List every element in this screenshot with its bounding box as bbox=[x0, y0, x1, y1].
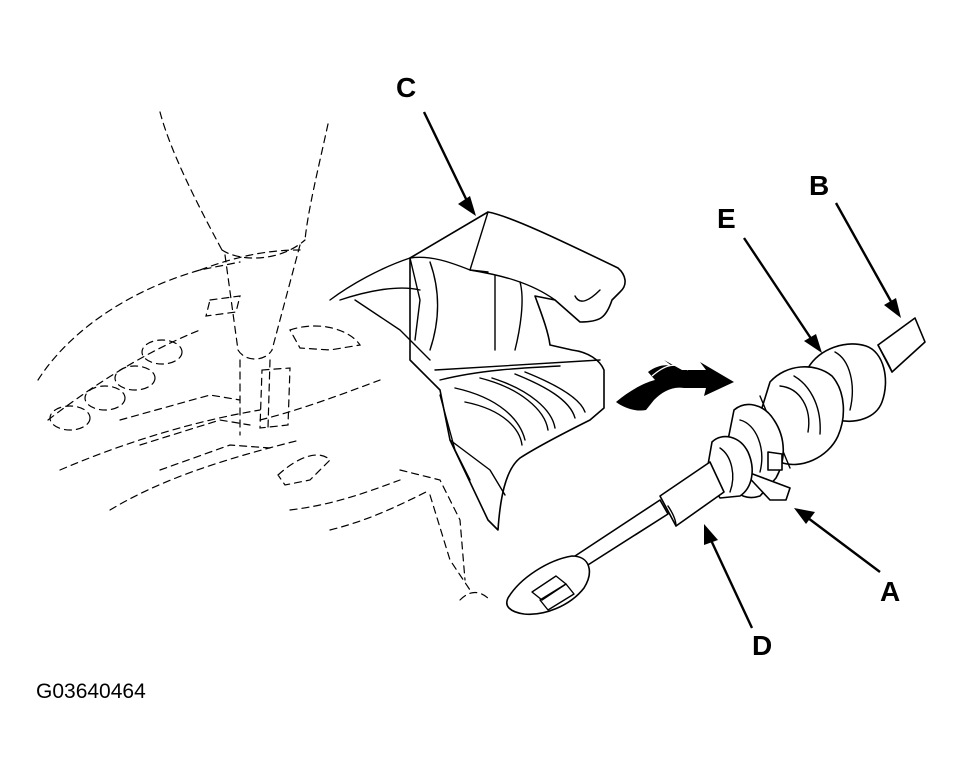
callout-label-b: B bbox=[809, 170, 830, 201]
shift-lever-phantom bbox=[159, 111, 329, 436]
leader-d bbox=[708, 537, 754, 629]
console-phantom-outline bbox=[37, 249, 491, 601]
removal-direction-arrow bbox=[616, 360, 734, 411]
callout-label-e: E bbox=[717, 203, 736, 234]
cover-c bbox=[329, 211, 626, 531]
arrowhead-d bbox=[704, 524, 718, 545]
shift-cable-assembly bbox=[506, 317, 926, 616]
leader-c bbox=[422, 111, 470, 204]
console-oval-buttons bbox=[49, 339, 183, 431]
leader-b bbox=[834, 202, 895, 306]
arrowhead-c bbox=[458, 196, 476, 216]
callout-label-d: D bbox=[752, 630, 773, 661]
callout-label-c: C bbox=[396, 72, 417, 103]
callout-label-a: A bbox=[880, 576, 901, 607]
leader-e bbox=[743, 237, 813, 341]
leader-a bbox=[807, 517, 881, 573]
arrowhead-e bbox=[804, 334, 822, 353]
arrowhead-a bbox=[794, 508, 815, 524]
callout-leaders bbox=[422, 111, 901, 629]
arrowhead-b bbox=[884, 298, 901, 318]
figure-id-text: G03640464 bbox=[36, 680, 146, 703]
